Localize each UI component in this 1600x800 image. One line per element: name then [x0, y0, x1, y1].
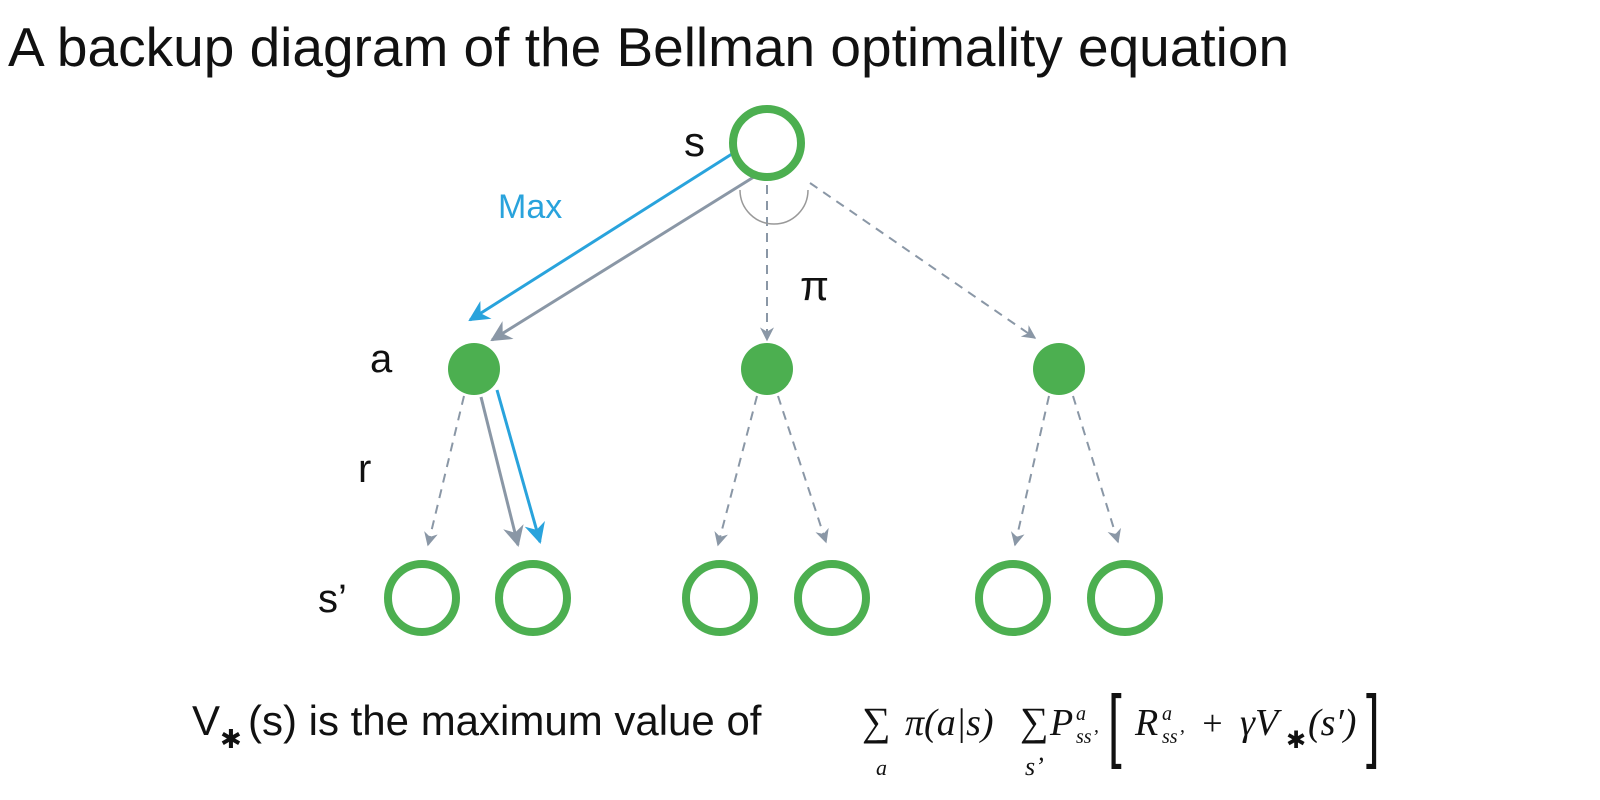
diagram-title: A backup diagram of the Bellman optimali…	[8, 16, 1289, 78]
reward-r-sub: ss’	[1162, 726, 1185, 748]
transition-p: P	[1049, 702, 1073, 744]
bellman-formula: V ✱ (s) is the maximum value of ∑ a π(a|…	[192, 679, 1380, 781]
next-state-node	[975, 560, 1051, 636]
max-label: Max	[498, 188, 562, 226]
next-state-node	[682, 560, 758, 636]
sum-a: ∑	[862, 699, 891, 744]
action-label: a	[370, 337, 393, 381]
next-state-node	[1087, 560, 1163, 636]
transition-p-sup: a	[1076, 703, 1086, 725]
plus-sign: +	[1200, 703, 1224, 743]
root-to-action-3-edge	[809, 182, 1037, 339]
action-edge	[424, 395, 465, 547]
formula-star: ✱	[220, 724, 242, 754]
v-star: ✱	[1286, 727, 1306, 754]
sum-s: ∑	[1020, 699, 1049, 744]
root-to-action-1-edge	[490, 173, 758, 342]
root-state-node	[729, 105, 805, 181]
action-edge	[777, 395, 829, 544]
next-state-node	[384, 560, 460, 636]
formula-v: V	[192, 697, 220, 744]
action-edge	[1010, 395, 1050, 547]
max-action-edge	[495, 389, 545, 545]
policy-arc	[739, 189, 809, 225]
state-label: s	[684, 118, 705, 165]
bracket-close: ]	[1366, 679, 1380, 770]
reward-label: r	[358, 447, 371, 491]
sum-s-sub: s’	[1025, 752, 1044, 781]
sum-a-sub: a	[876, 755, 887, 780]
action-edge	[479, 396, 524, 548]
gamma-v: γV	[1240, 702, 1282, 744]
next-state-node	[495, 560, 571, 636]
next-state-node	[794, 560, 870, 636]
action-node	[741, 343, 793, 395]
max-edge	[468, 150, 736, 322]
policy-term: π(a|s)	[905, 702, 994, 744]
bracket-open: [	[1108, 679, 1122, 770]
reward-r-sup: a	[1162, 703, 1172, 725]
s-prime-arg: (s′)	[1308, 702, 1356, 744]
next-state-label: s’	[318, 577, 347, 621]
action-edge	[714, 395, 758, 547]
action-node	[448, 343, 500, 395]
policy-label: π	[800, 262, 829, 309]
transition-p-sub: ss’	[1076, 726, 1099, 748]
reward-r: R	[1134, 702, 1158, 744]
action-edge	[1072, 395, 1121, 544]
action-node	[1033, 343, 1085, 395]
formula-text: (s) is the maximum value of	[248, 697, 762, 744]
